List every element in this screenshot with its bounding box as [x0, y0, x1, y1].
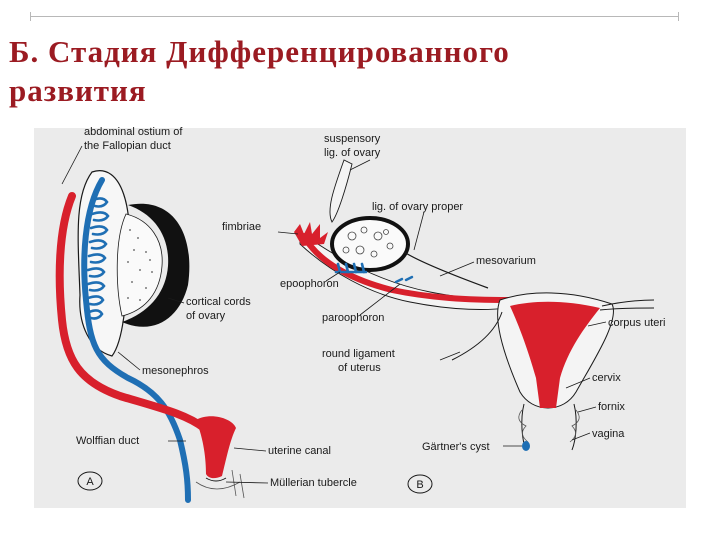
- label-wolffian-duct: Wolffian duct: [76, 435, 139, 447]
- ovary-cortex: [122, 203, 190, 327]
- slide-title-line2: развития: [9, 73, 147, 108]
- round-ligament-shape: [451, 311, 503, 361]
- panel-a-badge: A: [86, 476, 94, 488]
- label-abdominal-ostium-line1: abdominal ostium of: [84, 126, 183, 138]
- urogenital-sinus-lines: [195, 469, 245, 499]
- label-cortical-cords-line2: of ovary: [186, 310, 226, 322]
- label-suspensory-line1: suspensory: [324, 133, 381, 145]
- wolffian-duct: [81, 177, 191, 503]
- label-mesovarium: mesovarium: [476, 255, 536, 267]
- label-cervix: cervix: [592, 372, 621, 384]
- suspensory-ligament-shape: [329, 159, 353, 223]
- right-tube-stub: [601, 299, 655, 307]
- uterine-canal-shape: [196, 416, 236, 479]
- uterine-cavity: [510, 301, 600, 408]
- ovary-stipple: [127, 229, 153, 301]
- label-paroophoron: paroophoron: [322, 312, 384, 324]
- ovary-medulla: [116, 213, 163, 317]
- panel-a-leaders: [61, 145, 269, 484]
- vaginal-rugae: [518, 409, 580, 443]
- epoophoron-shape: [334, 262, 368, 274]
- label-fornix: fornix: [598, 401, 625, 413]
- mesonephric-tubules: [86, 197, 110, 320]
- ovary-proper-ligament-shape: [403, 251, 489, 289]
- label-corpus-uteri: corpus uteri: [608, 317, 665, 329]
- gartners-cyst-shape: [522, 441, 530, 451]
- top-rule-right-tick: [678, 12, 679, 21]
- label-gartners-cyst: Gärtner's cyst: [422, 441, 490, 453]
- slide-title: Б. Стадия Дифференцированного развития: [9, 32, 709, 110]
- label-epoophoron: epoophoron: [280, 278, 339, 290]
- panel-a: abdominal ostium of the Fallopian duct c…: [55, 126, 357, 503]
- panel-a-badge-circle: [77, 471, 103, 491]
- top-rule: [30, 16, 678, 17]
- panel-b-badge-circle: [407, 474, 433, 494]
- label-round-ligament-line2: of uterus: [338, 362, 381, 374]
- label-fimbriae: fimbriae: [222, 221, 261, 233]
- label-uterine-canal: uterine canal: [268, 445, 331, 457]
- label-mesonephros: mesonephros: [142, 365, 209, 377]
- mullerian-duct: [55, 192, 208, 432]
- panel-b-leaders: [277, 159, 607, 447]
- label-abdominal-ostium-line2: the Fallopian duct: [84, 140, 171, 152]
- label-mullerian-tubercle: Müllerian tubercle: [270, 477, 357, 489]
- label-vagina: vagina: [592, 428, 625, 440]
- label-cortical-cords-line1: cortical cords: [186, 296, 251, 308]
- right-tube-stub-lower: [599, 307, 655, 311]
- mullerian-tubercle-shape: [205, 477, 227, 482]
- label-lig-ovary-proper: lig. of ovary proper: [372, 201, 463, 213]
- slide-title-line1: Б. Стадия Дифференцированного: [9, 34, 510, 69]
- paroophoron-shape: [394, 275, 414, 284]
- fimbriae-shape: [294, 222, 328, 246]
- label-suspensory-line2: lig. of ovary: [324, 147, 381, 159]
- label-round-ligament-line1: round ligament: [322, 348, 395, 360]
- panel-b: suspensory lig. of ovary lig. of ovary p…: [222, 133, 665, 494]
- ovary-follicles: [342, 226, 394, 258]
- ovary-b: [330, 216, 410, 272]
- panel-b-badge: B: [416, 479, 423, 491]
